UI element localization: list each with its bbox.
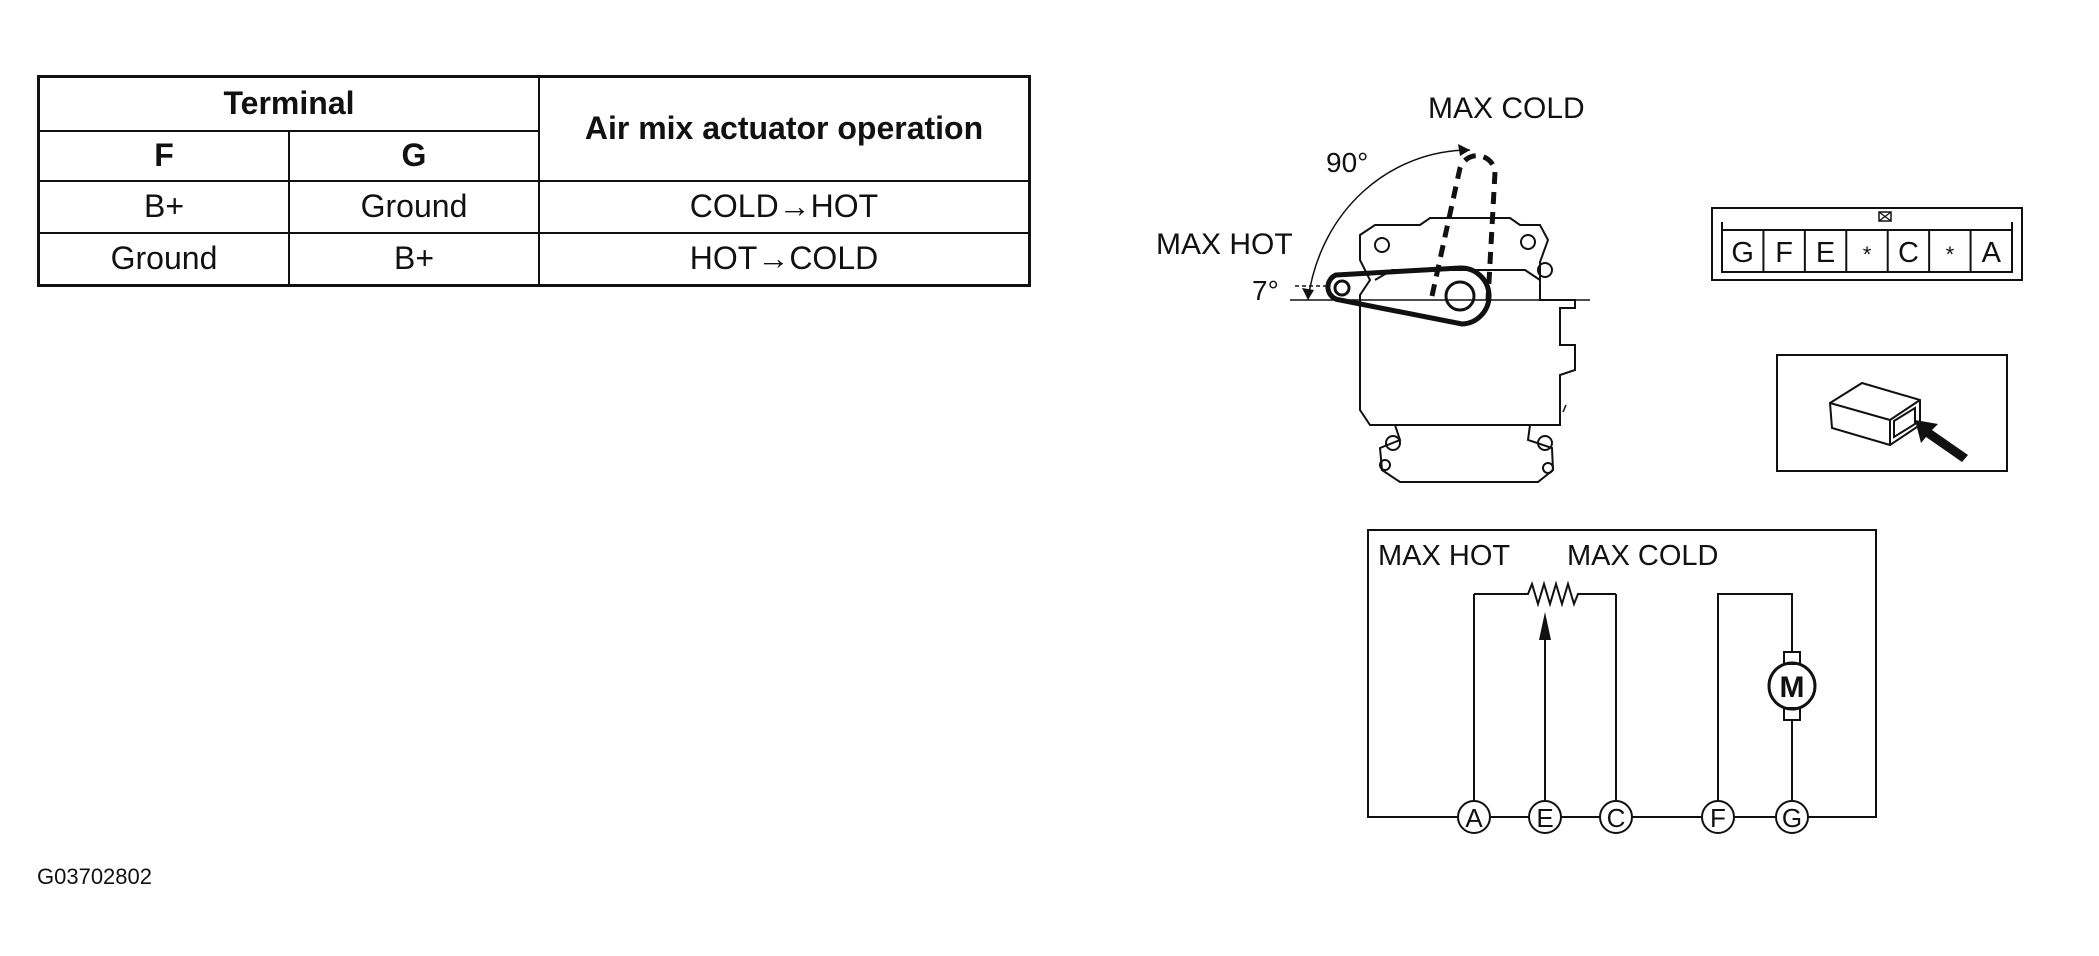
terminal-f-header: F xyxy=(37,129,290,182)
connector-face-icon xyxy=(1893,406,1916,439)
actuator-max-hot-label: MAX HOT xyxy=(1156,228,1293,261)
actuator-illustration xyxy=(1290,144,1590,483)
housing-detail xyxy=(1562,404,1567,413)
connector-body-icon xyxy=(1829,399,1921,422)
connector-pin-label: * xyxy=(1946,242,1955,267)
connector-pin-row xyxy=(1721,229,2013,273)
mounting-hole xyxy=(1374,237,1390,253)
cell-g: B+ xyxy=(288,231,540,286)
table-row: B+ Ground COLD→HOT xyxy=(37,179,1031,234)
cell-g: Ground xyxy=(288,179,540,234)
cell-operation: COLD→HOT xyxy=(538,179,1031,234)
terminal-header: Terminal xyxy=(37,75,540,132)
figure-code: G03702802 xyxy=(37,864,152,889)
connector-lock-icon xyxy=(1878,211,1892,222)
connector-outline xyxy=(1711,207,2023,281)
terminal-circle xyxy=(1701,800,1735,834)
terminal-table: Terminal Air mix actuator operation F G … xyxy=(37,75,1031,287)
connector-pin-label: * xyxy=(1863,242,1872,267)
lever-end-pin xyxy=(1333,279,1351,297)
connector-pin-label: F xyxy=(1775,237,1793,269)
terminal-g-header: G xyxy=(288,129,540,182)
mounting-hole xyxy=(1537,435,1553,451)
mounting-hole xyxy=(1542,462,1554,474)
wire-f xyxy=(1717,593,1793,805)
operation-header: Air mix actuator operation xyxy=(538,75,1031,182)
arc-arrow-head xyxy=(1302,288,1314,300)
connector-view-frame xyxy=(1776,354,2008,472)
terminal-circle xyxy=(1528,800,1562,834)
connector-lock-icon xyxy=(1878,211,1892,222)
cell-operation: HOT→COLD xyxy=(538,231,1031,286)
terminal-circle xyxy=(1457,800,1491,834)
angle-arc-90 xyxy=(1307,149,1471,301)
lever-max-hot xyxy=(1325,265,1492,327)
schematic-max-hot-label: MAX HOT xyxy=(1378,540,1510,572)
connector-view-box xyxy=(1776,354,2008,472)
actuator-housing xyxy=(1359,217,1576,483)
connector-pin-label: A xyxy=(1982,237,2002,269)
mounting-hole xyxy=(1537,262,1553,278)
lever-pivot xyxy=(1444,280,1476,312)
terminal-label: G xyxy=(1782,803,1802,833)
terminal-circle xyxy=(1775,800,1809,834)
mounting-hole xyxy=(1520,234,1536,250)
schematic-max-cold-label: MAX COLD xyxy=(1567,540,1718,572)
connector-pin-label: E xyxy=(1816,237,1835,269)
table-header-row: Terminal Air mix actuator operation xyxy=(37,75,1031,182)
terminal-label: A xyxy=(1465,803,1483,833)
terminal-label: F xyxy=(1710,803,1726,833)
actuator-angle-90-label: 90° xyxy=(1326,147,1368,178)
actuator-angle-7-label: 7° xyxy=(1252,275,1279,306)
arc-arrow-head xyxy=(1458,144,1470,156)
connector-pin-label: G xyxy=(1731,237,1754,269)
mounting-hole xyxy=(1379,459,1391,471)
table-subheader-row: F G xyxy=(37,129,1030,182)
wiper-arrow-icon xyxy=(1539,612,1551,640)
actuator-max-cold-label: MAX COLD xyxy=(1428,92,1585,125)
terminal-label: C xyxy=(1607,803,1626,833)
terminal-circle xyxy=(1599,800,1633,834)
schematic-motor-label: M xyxy=(1780,671,1805,704)
view-arrow-icon xyxy=(1915,420,1968,462)
cell-f: Ground xyxy=(37,231,290,286)
potentiometer-symbol xyxy=(1474,580,1616,608)
cell-f: B+ xyxy=(37,179,290,234)
terminal-label: E xyxy=(1536,803,1553,833)
mounting-hole xyxy=(1385,435,1401,451)
table-row: Ground B+ HOT→COLD xyxy=(37,231,1031,286)
connector-pin-label: C xyxy=(1898,237,1919,269)
